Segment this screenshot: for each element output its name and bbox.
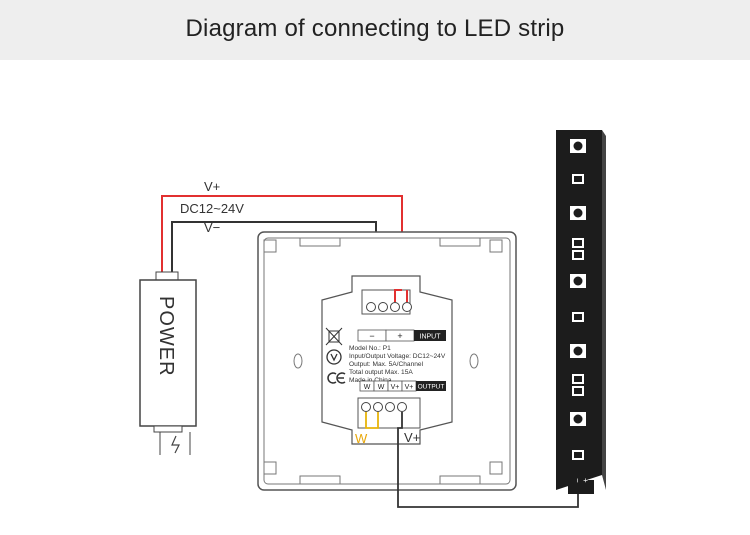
plug-icon xyxy=(159,432,191,455)
output-w1-label: W xyxy=(364,384,371,391)
led-chip-icon xyxy=(570,206,586,220)
info-voltage: Input/Output Voltage: DC12~24V xyxy=(349,353,446,360)
led-chip-icon xyxy=(570,412,586,426)
led-chip-icon xyxy=(570,139,586,153)
output-terminal-block xyxy=(357,397,421,429)
controller-panel xyxy=(257,231,517,491)
input-label-row: − + INPUT xyxy=(357,329,446,342)
output-vplus1-label: V+ xyxy=(391,384,400,391)
product-info: Model No.: P1 Input/Output Voltage: DC12… xyxy=(349,345,446,384)
resistor-icon xyxy=(572,312,584,322)
input-tag: INPUT xyxy=(420,334,442,341)
info-total: Total output Max. 15A xyxy=(349,369,413,376)
resistor-icon xyxy=(572,238,584,260)
vplus-output-label: V+ xyxy=(404,430,420,445)
black-vplus-wire xyxy=(397,412,579,508)
output-vplus2-label: V+ xyxy=(405,384,414,391)
input-plus-label: + xyxy=(397,331,402,341)
ul-mark-icon xyxy=(326,349,342,365)
info-output: Output: Max. 5A/Channel xyxy=(349,361,424,368)
w-label: W xyxy=(355,431,368,446)
resistor-icon xyxy=(572,174,584,184)
output-label-row: W W V+ V+ OUTPUT xyxy=(359,380,446,392)
strip-minus-mark: − xyxy=(573,478,582,483)
strip-plus-mark: + xyxy=(581,478,590,483)
header-bar: Diagram of connecting to LED strip xyxy=(0,0,750,60)
led-strip: − + xyxy=(556,130,606,494)
vminus-label: V− xyxy=(204,220,220,235)
power-label: POWER xyxy=(155,296,177,377)
resistor-icon xyxy=(572,374,584,396)
power-supply: POWER xyxy=(139,271,197,455)
input-terminal-block xyxy=(361,289,412,315)
output-w2-label: W xyxy=(378,384,385,391)
yellow-w-wire xyxy=(365,412,379,429)
led-chip-icon xyxy=(570,274,586,288)
resistor-icon xyxy=(572,450,584,460)
led-chip-icon xyxy=(570,344,586,358)
ce-mark-icon xyxy=(327,372,346,384)
info-model: Model No.: P1 xyxy=(349,345,391,352)
input-minus-label: − xyxy=(369,331,374,341)
vplus-label: V+ xyxy=(204,179,220,194)
weee-bin-icon xyxy=(325,327,343,346)
voltage-label: DC12~24V xyxy=(180,201,244,216)
output-tag: OUTPUT xyxy=(418,384,445,391)
info-origin: Made in China xyxy=(349,377,392,384)
page-title: Diagram of connecting to LED strip xyxy=(185,15,565,42)
